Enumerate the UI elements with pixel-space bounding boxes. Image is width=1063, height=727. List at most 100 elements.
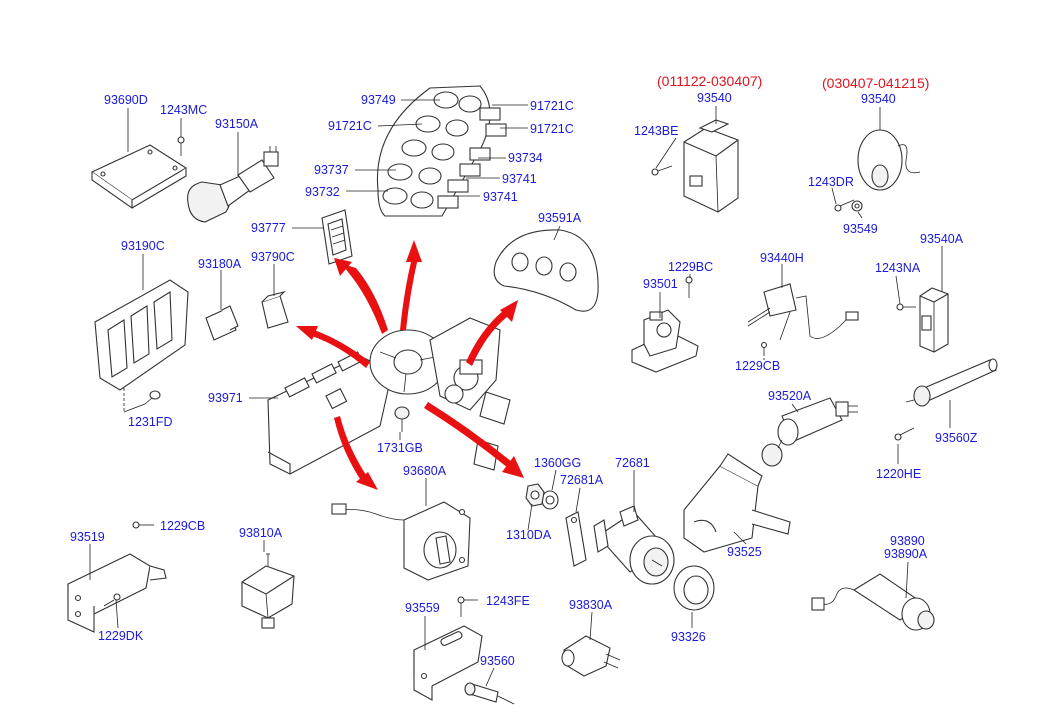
label-1243be[interactable]: 1243BE [634, 124, 678, 138]
part-93180a-drawing [205, 305, 239, 341]
label-1243na[interactable]: 1243NA [875, 261, 921, 275]
part-93777-drawing [321, 209, 353, 265]
arrow-to-dash-switches [296, 326, 370, 368]
label-1220he[interactable]: 1220HE [876, 467, 921, 481]
label-93326[interactable]: 93326 [671, 630, 706, 644]
label-93680a[interactable]: 93680A [403, 464, 447, 478]
label-93520a[interactable]: 93520A [768, 389, 812, 403]
part-93810a-drawing [241, 553, 295, 629]
part-93890-drawing [811, 573, 935, 631]
label-93559[interactable]: 93559 [405, 601, 440, 615]
label-72681[interactable]: 72681 [615, 456, 650, 470]
variant-header-1: (011122-030407) [657, 73, 762, 89]
part-93540a-drawing [919, 287, 949, 353]
screw-1220he-drawing [894, 427, 915, 441]
label-93440h[interactable]: 93440H [760, 251, 804, 265]
label-93732[interactable]: 93732 [305, 185, 340, 199]
label-93540a[interactable]: 93540A [920, 232, 964, 246]
label-1229cb-lower[interactable]: 1229CB [160, 519, 205, 533]
label-93741-upper[interactable]: 93741 [502, 172, 537, 186]
label-93890a[interactable]: 93890A [884, 547, 928, 561]
screw-1229cb-2-drawing [132, 521, 154, 529]
screw-1243dr-drawing [834, 199, 855, 212]
washer-93549-drawing [851, 200, 863, 212]
label-93810a[interactable]: 93810A [239, 526, 283, 540]
label-91721c-left[interactable]: 91721C [328, 119, 372, 133]
screw-1243be-drawing [651, 165, 673, 176]
label-1243mc[interactable]: 1243MC [160, 103, 207, 117]
arrow-to-switch-panel [400, 240, 422, 330]
arrow-to-lock-cylinder [424, 402, 524, 478]
arrow-to-93777-area [334, 258, 388, 334]
part-93150a-drawing [187, 146, 279, 223]
label-1310da[interactable]: 1310DA [506, 528, 552, 542]
part-72681a-drawing [565, 511, 587, 567]
part-93559-drawing [413, 625, 483, 701]
label-93150a[interactable]: 93150A [215, 117, 259, 131]
label-93549[interactable]: 93549 [843, 222, 878, 236]
label-93777[interactable]: 93777 [251, 221, 286, 235]
label-93971[interactable]: 93971 [208, 391, 243, 405]
label-93890[interactable]: 93890 [890, 534, 925, 548]
label-93591a[interactable]: 93591A [538, 211, 582, 225]
label-1229bc[interactable]: 1229BC [668, 260, 713, 274]
label-1243dr[interactable]: 1243DR [808, 175, 854, 189]
label-1360gg[interactable]: 1360GG [534, 456, 581, 470]
part-labels: 93690D 1243MC 93150A 93749 91721C 91721C… [70, 91, 978, 668]
screw-1229dk-drawing [103, 593, 121, 607]
part-93830a-drawing [561, 635, 621, 677]
label-93734[interactable]: 93734 [508, 151, 543, 165]
screw-1243na-drawing [896, 303, 916, 311]
part-93440h-drawing [747, 283, 859, 341]
label-93560z[interactable]: 93560Z [935, 431, 978, 445]
label-93501[interactable]: 93501 [643, 277, 678, 291]
screw-1231fd-drawing [123, 388, 161, 413]
arrow-to-cluster-cover [466, 300, 518, 366]
knob-1731gb-drawing [394, 406, 410, 432]
label-93560[interactable]: 93560 [480, 654, 515, 668]
label-93737[interactable]: 93737 [314, 163, 349, 177]
part-93501-drawing [631, 309, 699, 373]
label-93790c[interactable]: 93790C [251, 250, 295, 264]
screw-1243mc-drawing [177, 136, 185, 156]
variant-header-2: (030407-041215) [822, 75, 929, 91]
label-1229cb-upper[interactable]: 1229CB [735, 359, 780, 373]
label-93180a[interactable]: 93180A [198, 257, 242, 271]
label-93749[interactable]: 93749 [361, 93, 396, 107]
label-1231fd[interactable]: 1231FD [128, 415, 172, 429]
label-93525[interactable]: 93525 [727, 545, 762, 559]
part-93749-drawing [376, 85, 507, 217]
part-93560-drawing [464, 682, 515, 705]
ring-93326-drawing [673, 565, 715, 611]
washer-1310da-drawing [525, 483, 545, 507]
arrow-to-ignition [334, 416, 378, 490]
label-93540-v1[interactable]: 93540 [697, 91, 732, 105]
part-93690d-drawing [90, 144, 188, 210]
label-1731gb[interactable]: 1731GB [377, 441, 423, 455]
label-93519[interactable]: 93519 [70, 530, 105, 544]
part-93540-v1-drawing [683, 119, 739, 213]
label-93690d[interactable]: 93690D [104, 93, 148, 107]
label-72681a[interactable]: 72681A [560, 473, 604, 487]
label-91721c-right[interactable]: 91721C [530, 122, 574, 136]
nut-1360gg-drawing [541, 490, 559, 510]
part-72681-drawing [593, 505, 675, 585]
label-93830a[interactable]: 93830A [569, 598, 613, 612]
part-93520a-drawing [761, 397, 858, 467]
screw-1229cb-1-drawing [760, 341, 768, 356]
part-93560z-drawing [905, 358, 998, 407]
label-93741-lower[interactable]: 93741 [483, 190, 518, 204]
label-93540-v2[interactable]: 93540 [861, 92, 896, 106]
part-93519-drawing [67, 553, 167, 633]
screw-1229bc-drawing [685, 276, 693, 298]
label-93190c[interactable]: 93190C [121, 239, 165, 253]
leader-lines [89, 99, 951, 687]
part-93790c-drawing [261, 290, 289, 329]
part-93591a-drawing [493, 229, 599, 312]
label-1243fe[interactable]: 1243FE [486, 594, 530, 608]
label-1229dk[interactable]: 1229DK [98, 629, 144, 643]
screw-1243fe-drawing [457, 596, 465, 617]
label-91721c-top[interactable]: 91721C [530, 99, 574, 113]
part-93525-drawing [683, 453, 791, 553]
